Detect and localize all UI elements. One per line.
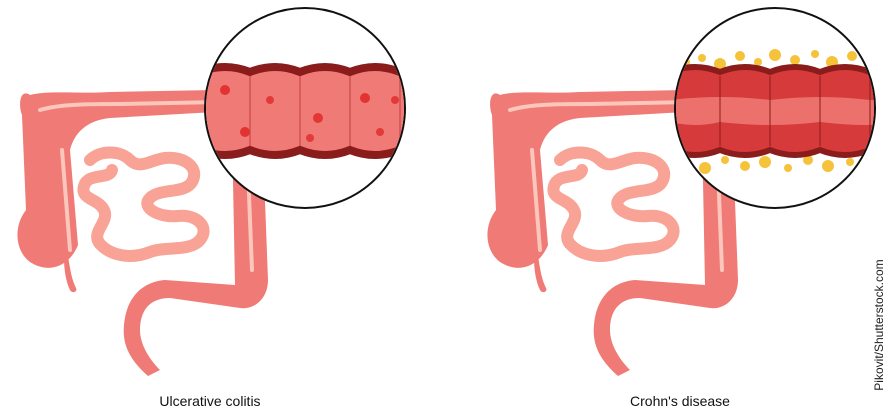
image-credit: Pikovit/Shutterstock.com — [868, 250, 890, 400]
caption-crohns-disease: Crohn's disease — [580, 393, 780, 409]
magnifier-lens — [200, 8, 420, 208]
crohns-disease-illustration — [470, 0, 890, 414]
magnifier-lens — [670, 8, 890, 208]
appendix — [64, 255, 76, 292]
narrowed-lumen — [670, 97, 890, 125]
small-intestine — [83, 153, 203, 256]
appendix — [534, 255, 546, 292]
crohns-disease-panel: Crohn's disease — [470, 0, 890, 414]
ulcerative-colitis-illustration — [0, 0, 420, 414]
ulcerative-colitis-panel: Ulcerative colitis — [0, 0, 420, 414]
caption-ulcerative-colitis: Ulcerative colitis — [110, 393, 310, 409]
credit-text: Pikovit/Shutterstock.com — [872, 259, 886, 390]
small-intestine — [553, 153, 673, 256]
